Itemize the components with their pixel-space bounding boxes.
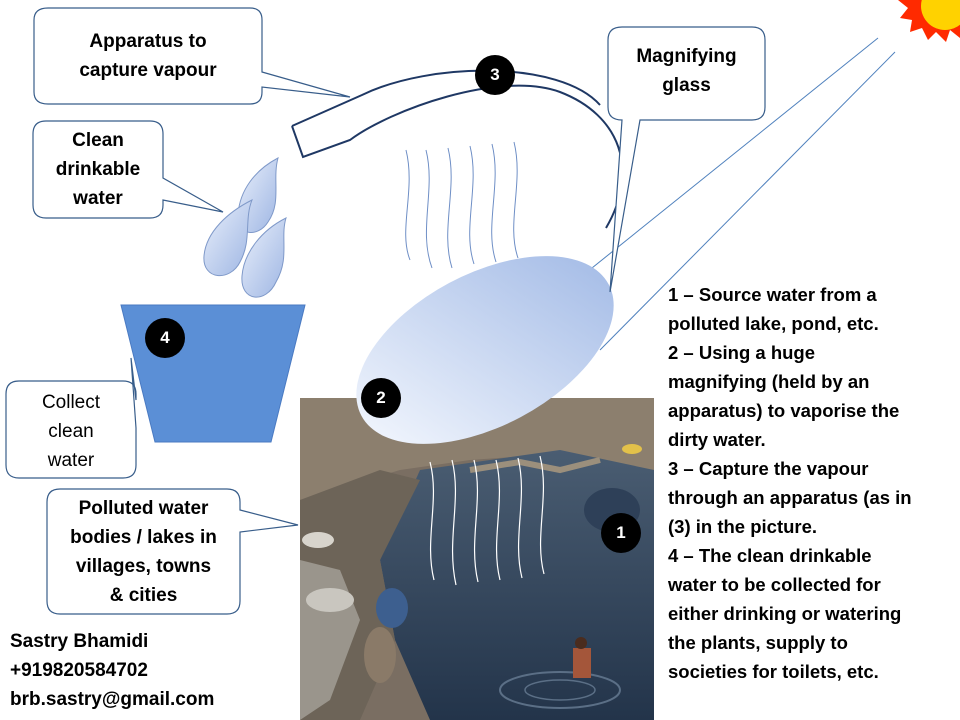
polluted-callout-label: Polluted water bodies / lakes in village… [70,498,217,606]
steps-description: 1 – Source water from a polluted lake, p… [668,280,958,686]
collect-callout-shape [5,357,137,479]
apparatus-callout-shape [33,7,351,105]
author-name: Sastry Bhamidi [10,631,149,652]
marker-4-circle [145,318,185,358]
contact-block: Sastry Bhamidi +919820584702 brb.sastry@… [10,627,214,714]
captured-vapour-lines [405,141,519,269]
marker-2-label: 2 [376,388,386,407]
marker-1-circle [601,513,641,553]
step-2-text: 2 – Using a huge magnifying (held by an … [668,342,900,450]
step-3-text: 3 – Capture the vapour through an appara… [668,458,912,537]
author-email: brb.sastry@gmail.com [10,689,215,710]
marker-3-circle [475,55,515,95]
vapour-capture-apparatus [291,69,624,229]
clean-water-callout-label: Clean drinkable water [55,130,141,209]
step-1-text: 1 – Source water from a polluted lake, p… [668,284,879,334]
step-4-text: 4 – The clean drinkable water to be coll… [668,545,902,682]
clean-water-callout-shape [32,120,224,219]
collect-callout-label: Collect clean water [41,392,101,471]
marker-1-label: 1 [616,523,626,542]
lake-vapour-lines [429,455,545,586]
apparatus-callout-label: Apparatus to capture vapour [79,31,217,81]
author-phone: +919820584702 [10,660,148,681]
magnifying-callout-label: Magnifying glass [636,46,737,96]
marker-4-label: 4 [160,328,170,347]
polluted-callout-shape [46,488,299,615]
callout-shapes [5,7,766,615]
magnifying-lens [356,256,614,444]
sun-icon [898,0,960,42]
polluted-lake-photo [300,398,654,720]
marker-2-circle [361,378,401,418]
magnifying-callout-shape [607,26,766,293]
marker-3-label: 3 [490,65,500,84]
water-drops-icon [203,157,287,298]
number-markers [145,55,641,553]
